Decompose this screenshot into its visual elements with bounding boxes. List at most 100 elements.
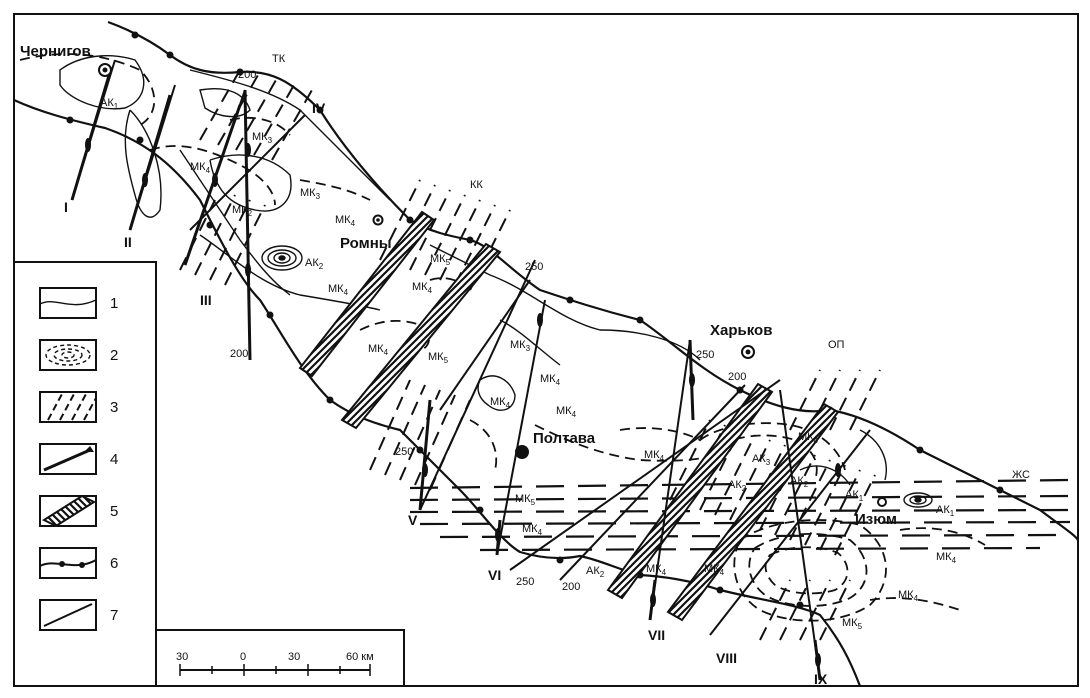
zone-label: МК4 <box>335 214 356 228</box>
zone-label: АК2 <box>790 475 809 489</box>
izyum-closed-isolines <box>903 492 933 508</box>
label-zhs: ЖС <box>1012 469 1030 481</box>
label-kk: КК <box>470 179 483 191</box>
zone-label: АК1 <box>936 504 955 518</box>
zone-label: МК4 <box>540 373 561 387</box>
profile-label: II <box>124 234 132 250</box>
zone-label: МК5 <box>428 351 449 365</box>
zone-label: МК4 <box>190 161 211 175</box>
scale-tick-label: 60 км <box>346 651 374 663</box>
scale-tick-label: 30 <box>288 651 300 663</box>
profile-label: I <box>64 199 68 215</box>
zone-label: МК4 <box>646 563 667 577</box>
poltava-marker <box>515 445 529 459</box>
isoline-value: 250 <box>395 446 413 458</box>
zone-label: МК4 <box>412 281 433 295</box>
zone-label: МК4 <box>798 431 819 445</box>
scale-tick-label: 0 <box>240 651 246 663</box>
zone-label: АК1 <box>100 97 119 111</box>
zone-label: МК3 <box>300 187 321 201</box>
profile-label: IV <box>312 100 326 116</box>
chernigov-marker <box>98 63 112 77</box>
zone-label: МК4 <box>556 405 577 419</box>
zone-label: МК5 <box>515 493 536 507</box>
profile-label: VIII <box>716 650 737 666</box>
fault-markers <box>85 138 841 667</box>
romny-closed-isolines <box>261 245 303 271</box>
legend-swatch-7 <box>39 599 97 631</box>
profile-label: VI <box>488 567 501 583</box>
legend-swatch-4-arrow <box>84 446 94 452</box>
legend-swatch-7-line <box>43 603 93 627</box>
zone-label: АК3 <box>752 453 771 467</box>
isoline-value: 200 <box>728 371 746 383</box>
zone-label: АК1 <box>845 489 864 503</box>
zone-labels: АК1 МК3 МК4 МК3 МК2 МК4 АК2 МК4 МК5 МК4 … <box>100 97 957 631</box>
zhs-dashed-zone <box>409 478 1071 552</box>
legend-label-3: 3 <box>110 399 118 416</box>
city-label-poltava: Полтава <box>533 430 596 447</box>
profile-label: III <box>200 292 212 308</box>
deep-fault-zones <box>298 210 840 622</box>
scale-frame <box>155 629 405 687</box>
zone-label: МК2 <box>232 204 253 218</box>
isoline-value: 250 <box>696 349 714 361</box>
legend: 1 2 3 4 5 6 7 <box>13 261 157 687</box>
profile-label: IX <box>814 671 828 687</box>
profile-lines <box>71 59 871 681</box>
isoline-value: 200 <box>562 581 580 593</box>
label-op: ОП <box>828 339 845 351</box>
profile-label: V <box>408 512 418 528</box>
profile-numerals: I II III IV V VI VII VIII IX <box>64 100 828 687</box>
legend-swatch-2-isolines <box>45 344 91 366</box>
scale-tick-label: 30 <box>176 651 188 663</box>
profile-label: VII <box>648 627 665 643</box>
city-markers <box>98 63 887 507</box>
isoline-value: 250 <box>516 576 534 588</box>
isoline-values: 200 200 250 250 250 200 250 200 <box>230 69 746 593</box>
zone-label: МК4 <box>936 551 957 565</box>
legend-label-1: 1 <box>110 295 118 312</box>
isoline-value: 200 <box>238 69 256 81</box>
kharkov-marker <box>741 345 755 359</box>
legend-label-7: 7 <box>110 607 118 624</box>
zone-label: АК2 <box>586 565 605 579</box>
zone-label: АК2 <box>728 479 747 493</box>
city-label-kharkov: Харьков <box>710 322 772 339</box>
zone-label: МК4 <box>490 396 511 410</box>
city-label-chernigov: Чернигов <box>20 43 91 60</box>
zone-label: МК3 <box>510 339 531 353</box>
legend-label-4: 4 <box>110 451 118 468</box>
legend-swatch-3-hatch <box>47 393 97 421</box>
romny-marker <box>372 214 384 226</box>
city-label-romny: Ромны <box>340 235 392 252</box>
city-label-izyum: Изюм <box>855 511 897 528</box>
label-tk: ТК <box>272 53 286 65</box>
legend-label-6: 6 <box>110 555 118 572</box>
zone-label: МК5 <box>430 253 451 267</box>
zone-label: МК4 <box>898 589 919 603</box>
izyum-marker <box>877 497 887 507</box>
isoline-value: 250 <box>525 261 543 273</box>
zone-label: МК4 <box>368 343 389 357</box>
legend-swatch-5-band <box>41 494 97 528</box>
scale-ticks <box>179 664 371 676</box>
scale-bar: 30 0 30 60 км <box>155 629 405 687</box>
isoline-value: 200 <box>230 348 248 360</box>
city-labels: Чернигов Ромны Полтава Харьков Изюм <box>20 43 897 528</box>
dashed-isolines <box>19 53 986 622</box>
legend-swatch-1-line <box>39 299 97 306</box>
legend-swatch-6-line <box>39 559 97 567</box>
zone-label: МК4 <box>522 523 543 537</box>
zone-label: АК2 <box>305 257 324 271</box>
legend-swatch-6-dot <box>79 562 85 568</box>
legend-label-2: 2 <box>110 347 118 364</box>
zone-label: МК3 <box>252 131 273 145</box>
zone-label: МК5 <box>842 617 863 631</box>
zone-label: МК4 <box>704 563 725 577</box>
region-labels: ТК КК ОП ЖС <box>272 53 1030 481</box>
legend-label-5: 5 <box>110 503 118 520</box>
zone-label: МК4 <box>644 449 665 463</box>
map-border <box>13 13 1079 687</box>
